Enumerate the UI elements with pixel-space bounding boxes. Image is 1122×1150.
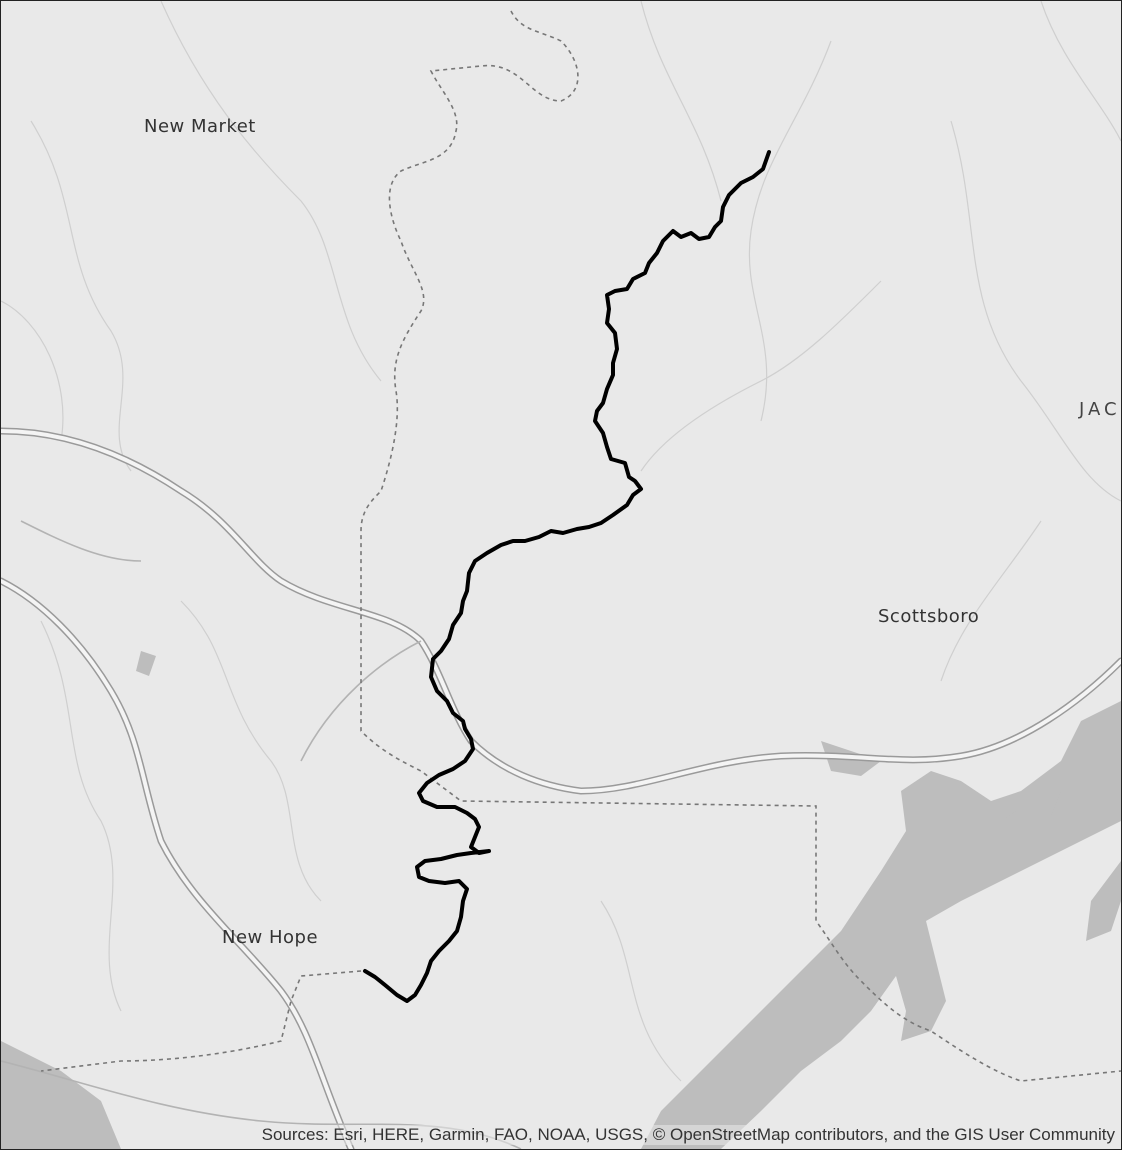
major-roads: [1, 427, 1121, 1149]
place-label-new-hope: New Hope: [222, 927, 319, 948]
place-label-new-market: New Market: [144, 116, 256, 137]
county-label-partial: JAC: [1079, 399, 1121, 420]
water-reservoir: [1, 651, 1121, 1149]
terrain-lines: [1, 1, 1121, 1082]
map-attribution: Sources: Esri, HERE, Garmin, FAO, NOAA, …: [261, 1125, 1115, 1145]
county-boundary: [40, 10, 1121, 1082]
place-label-scottsboro: Scottsboro: [878, 606, 980, 627]
route-track[interactable]: [363, 150, 771, 1003]
